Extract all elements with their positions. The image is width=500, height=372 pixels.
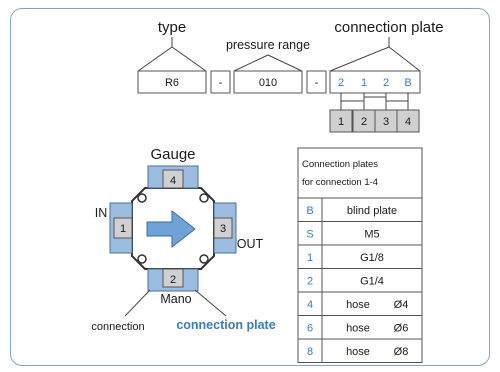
port-bottom-box (162, 268, 184, 288)
table-code: B (306, 205, 313, 217)
pressure-range-label: pressure range (226, 38, 310, 52)
port-top-box (162, 169, 184, 189)
position-3: 3 (383, 116, 389, 128)
plate-code-box (329, 70, 421, 94)
screw-icon (137, 193, 147, 203)
flow-arrow-icon (146, 209, 196, 249)
connection-label: connection (91, 321, 144, 333)
screw-icon (199, 193, 209, 203)
port-top-number: 4 (170, 175, 176, 187)
pressure-box (233, 70, 303, 94)
type-label: type (158, 19, 186, 36)
port-left-box (113, 217, 133, 239)
screw-icon (199, 254, 209, 264)
plate-code-1: 2 (338, 77, 344, 89)
connection-callout-line (124, 289, 151, 317)
table-header-cell (297, 147, 423, 199)
table-desc: G1/4 (360, 276, 384, 288)
table-row: S M5 (297, 221, 423, 246)
position-1: 1 (338, 116, 344, 128)
position-connectors-h (341, 96, 408, 102)
table-code: 4 (307, 299, 313, 311)
port-right-box (213, 217, 233, 239)
diagram-frame (10, 8, 490, 366)
table-desc: G1/8 (360, 252, 384, 264)
plate-code-3: 2 (383, 77, 389, 89)
plate-callout-line (194, 289, 227, 317)
table-header-line2: for connection 1-4 (302, 177, 378, 188)
port-left-number: 1 (120, 223, 126, 235)
table-header-line1: Connection plates (302, 159, 378, 170)
table-code: 8 (307, 346, 313, 358)
connection-plate-callout: connection plate (176, 318, 275, 332)
table-desc: hose (346, 346, 370, 358)
dash-2: - (315, 77, 319, 89)
plate-code-4: B (404, 77, 411, 89)
port-right-number: 3 (220, 223, 226, 235)
port-bottom-number: 2 (170, 274, 176, 286)
screw-icon (137, 254, 147, 264)
table-code: 2 (307, 276, 313, 288)
table-code: S (306, 229, 313, 241)
table-size: Ø8 (394, 346, 409, 358)
dash-box-1 (210, 70, 231, 94)
table-code: 6 (307, 323, 313, 335)
out-label: OUT (237, 237, 264, 251)
table-desc: blind plate (347, 205, 397, 217)
table-desc: hose (346, 323, 370, 335)
position-4: 4 (405, 116, 411, 128)
connection-plate-label: connection plate (334, 19, 443, 36)
in-label: IN (95, 206, 108, 220)
position-2: 2 (361, 116, 367, 128)
plate-code-2: 1 (361, 77, 367, 89)
type-value: R6 (165, 77, 179, 89)
table-row: 4 hose Ø4 (297, 291, 423, 316)
table-code: 1 (307, 252, 313, 264)
type-bracket (137, 37, 207, 72)
dash-box-2 (306, 70, 327, 94)
pressure-value: 010 (259, 77, 277, 89)
table-row: 1 G1/8 (297, 244, 423, 269)
gauge-title: Gauge (150, 146, 195, 163)
table-row: 2 G1/4 (297, 268, 423, 293)
position-box-4 (396, 109, 420, 133)
dash-1: - (219, 77, 223, 89)
table-desc: M5 (364, 229, 379, 241)
pressure-bracket (233, 54, 303, 72)
mano-label: Mano (160, 292, 191, 306)
table-size: Ø6 (394, 323, 409, 335)
table-desc-cell (321, 338, 423, 363)
table-row: 8 hose Ø8 (297, 338, 423, 363)
screw-icons (137, 193, 209, 264)
table-row: 6 hose Ø6 (297, 315, 423, 340)
position-box-1 (329, 109, 353, 133)
plate-bracket (329, 37, 421, 72)
table-desc: hose (346, 299, 370, 311)
table-size: Ø4 (394, 299, 409, 311)
type-box (137, 70, 207, 94)
